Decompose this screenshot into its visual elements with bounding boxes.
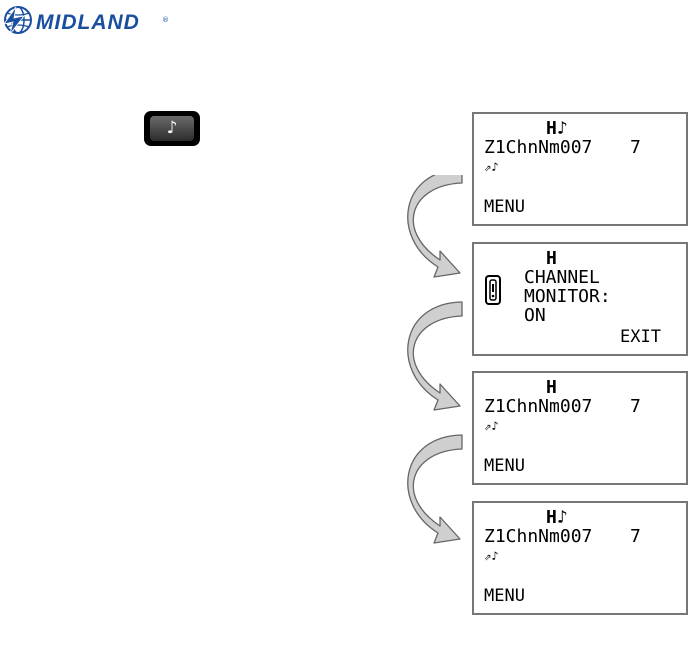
menu-line-3: ON	[524, 305, 546, 326]
scan-icons: ⇗♪	[484, 419, 498, 433]
lcd-screen-2: H CHANNEL MONITOR: ON EXIT	[472, 242, 688, 356]
lcd-screen-4: H♪ Z1ChnNm007 7 ⇗♪ MENU	[472, 501, 688, 615]
trademark-mark: ®	[162, 16, 169, 24]
music-note-icon: ♪	[150, 116, 194, 141]
softkey-menu[interactable]: MENU	[484, 586, 525, 606]
softkey-menu[interactable]: MENU	[484, 197, 525, 217]
channel-number: 7	[630, 137, 641, 158]
radio-monitor-icon	[484, 274, 502, 308]
lcd-screen-3: H Z1ChnNm007 7 ⇗♪ MENU	[472, 371, 688, 485]
channel-number: 7	[630, 526, 641, 547]
flow-arrows	[400, 175, 470, 565]
lcd-screen-1: H♪ Z1ChnNm007 7 ⇗♪ MENU	[472, 112, 688, 226]
status-line: H♪	[546, 507, 568, 528]
softkey-menu[interactable]: MENU	[484, 456, 525, 476]
flow-arrow-1	[408, 175, 462, 277]
status-line: H♪	[546, 118, 568, 139]
menu-line-2: MONITOR:	[524, 286, 611, 307]
scan-icons: ⇗♪	[484, 160, 498, 174]
brand-name: MIDLAND	[36, 11, 140, 35]
menu-line-1: CHANNEL	[524, 267, 600, 288]
status-line: H	[546, 377, 557, 398]
flow-arrow-3	[408, 435, 462, 543]
monitor-key-button[interactable]: ♪	[144, 111, 200, 146]
globe-icon	[2, 4, 34, 36]
status-line: H	[546, 248, 557, 269]
flow-arrow-2	[408, 302, 462, 410]
channel-name: Z1ChnNm007	[484, 526, 592, 547]
channel-name: Z1ChnNm007	[484, 396, 592, 417]
scan-icons: ⇗♪	[484, 549, 498, 563]
softkey-exit[interactable]: EXIT	[620, 327, 661, 347]
midland-logo: MIDLAND ®	[2, 4, 172, 36]
channel-number: 7	[630, 396, 641, 417]
channel-name: Z1ChnNm007	[484, 137, 592, 158]
